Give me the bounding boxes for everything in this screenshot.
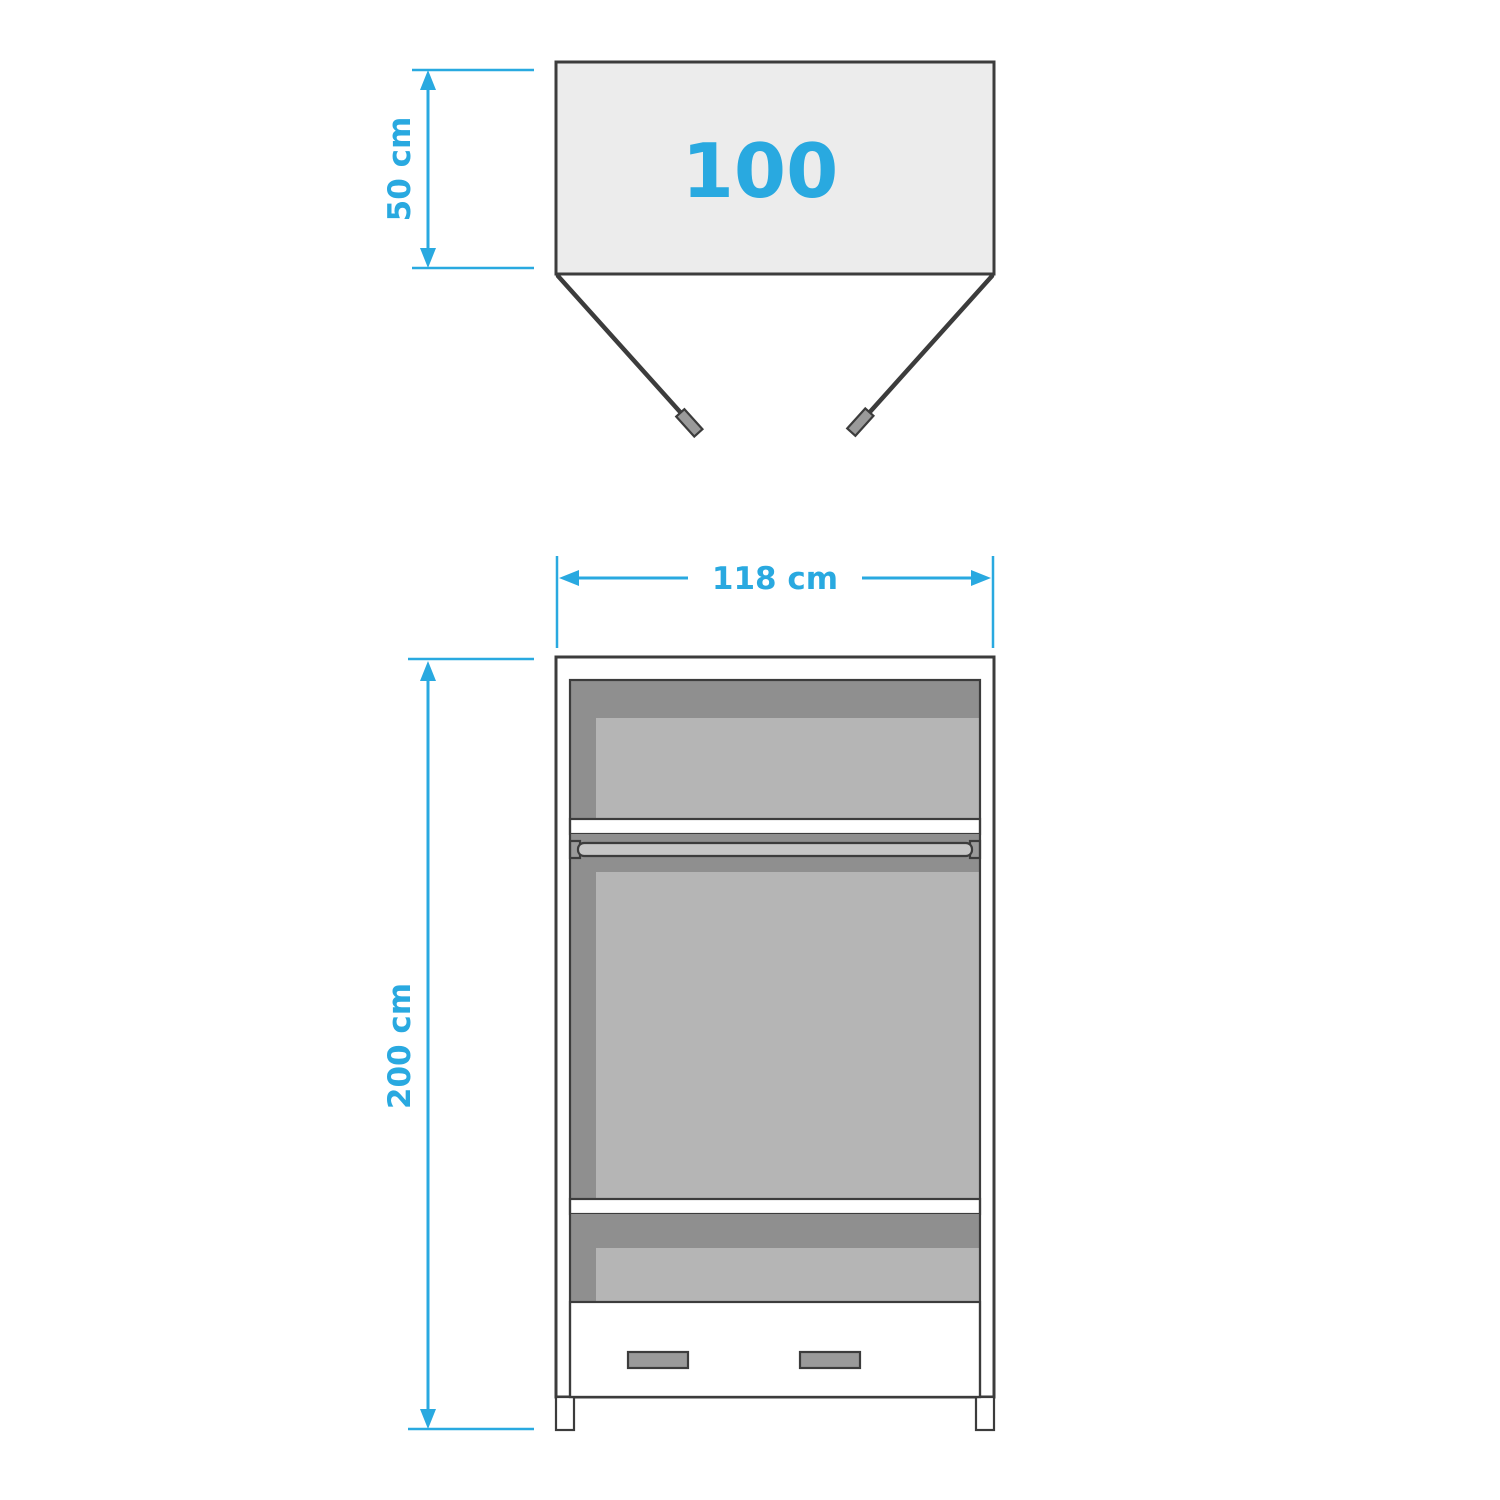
depth-arrow-down-icon [420, 248, 436, 268]
drawer-handle-left [626, 1350, 690, 1370]
drawer-front [568, 1300, 982, 1399]
height-arrow-up-icon [420, 661, 436, 681]
interior-outline [568, 678, 982, 1399]
left-door-line [555, 273, 693, 426]
foot-left [554, 1395, 576, 1432]
foot-right [974, 1395, 996, 1432]
depth-dimension: 50 cm [382, 68, 534, 270]
main-compartment-back [596, 872, 980, 1199]
door-swing-label: 100 [682, 127, 839, 215]
width-dimension: 118 cm [555, 556, 995, 648]
right-door-line [857, 273, 995, 426]
height-arrow-down-icon [420, 1409, 436, 1429]
height-label: 200 cm [382, 983, 418, 1109]
depth-arrow-up-icon [420, 70, 436, 90]
lower-compartment-back [596, 1248, 980, 1302]
width-label: 118 cm [712, 561, 838, 597]
hanging-rail [576, 841, 974, 858]
top-view-body [554, 60, 996, 276]
open-doors [555, 273, 995, 439]
left-door-handle [674, 407, 705, 439]
width-arrow-left-icon [559, 570, 579, 586]
top-compartment-back [596, 718, 980, 819]
height-dimension: 200 cm [382, 657, 534, 1431]
right-door-handle [845, 406, 876, 438]
drawer-handle-right [798, 1350, 862, 1370]
shelf-upper [568, 817, 982, 836]
top-view: 50 cm 100 [382, 60, 996, 439]
wardrobe-front [554, 655, 996, 1432]
front-view: 118 cm 200 cm [382, 556, 996, 1432]
depth-label: 50 cm [382, 117, 418, 222]
shelf-lower [568, 1197, 982, 1216]
width-arrow-right-icon [971, 570, 991, 586]
